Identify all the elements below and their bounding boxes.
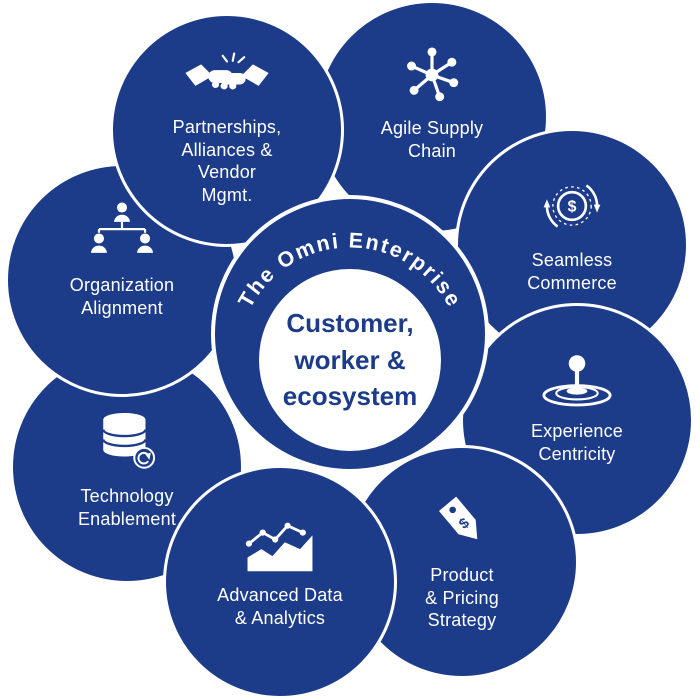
node-label: Technology Enablement: [77, 486, 177, 529]
node-label: Agile Supply Chain: [380, 118, 484, 161]
node-label: Organization Alignment: [69, 275, 175, 318]
org-chart-icon: [91, 202, 153, 253]
node-advanced-data-analytics: Advanced Data & Analytics: [163, 465, 397, 699]
price-tag-icon: $: [438, 496, 478, 540]
node-label: Partnerships, Alliances & Vendor Mgmt.: [172, 117, 282, 205]
node-label: Product & Pricing Strategy: [425, 565, 499, 630]
ripple-drop-icon: [542, 355, 612, 407]
center-core: Customer, worker & ecosystem: [259, 269, 441, 451]
node-experience-centricity: Experience Centricity: [460, 303, 694, 537]
dollar-cycle-icon: $: [543, 184, 601, 228]
center-circle: The Omni Enterprise Customer, worker & e…: [211, 195, 489, 473]
node-label: Experience Centricity: [530, 421, 624, 464]
node-label: Advanced Data & Analytics: [217, 585, 343, 628]
analytics-chart-icon: [245, 522, 313, 572]
node-partnerships-alliances-vendor-mgmt: Partnerships, Alliances & Vendor Mgmt.: [110, 13, 344, 247]
network-hub-icon: [407, 47, 459, 102]
database-sync-icon: [102, 412, 156, 469]
center-core-text: Customer, worker & ecosystem: [282, 308, 418, 412]
svg-text:$: $: [568, 198, 577, 215]
handshake-icon: [185, 52, 269, 90]
node-label: Seamless Commerce: [527, 250, 617, 293]
